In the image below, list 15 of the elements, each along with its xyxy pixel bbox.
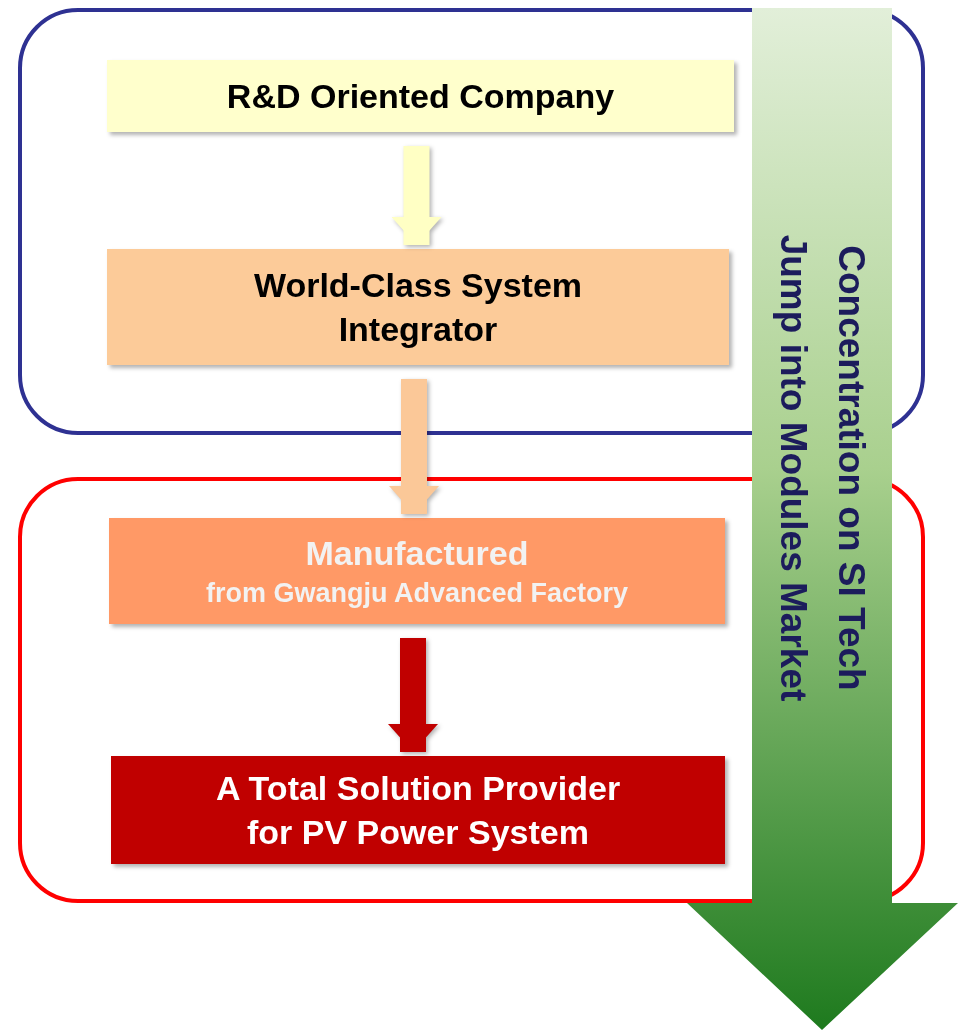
arrow (391, 146, 442, 245)
arrow-label: Concentration on SI Tech (830, 245, 873, 691)
process-box (111, 756, 725, 864)
box-label: from Gwangju Advanced Factory (205, 576, 629, 610)
arrow (388, 638, 438, 752)
process-box (107, 60, 734, 132)
arrow (389, 379, 439, 514)
block-arrow (687, 8, 958, 1030)
box-label: World-Class System Integrator (252, 264, 584, 350)
process-box (107, 249, 729, 365)
arrow-label: Jump into Modules Market (772, 234, 815, 702)
box-label: R&D Oriented Company (226, 75, 615, 117)
process-box (109, 518, 725, 624)
box-label: A Total Solution Provider for PV Power System (214, 767, 622, 853)
box-label: Manufactured (305, 533, 529, 575)
